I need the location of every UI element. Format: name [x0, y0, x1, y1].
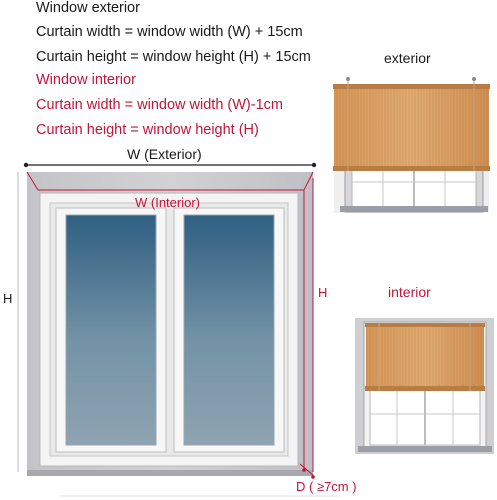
exterior-width-formula: Curtain width = window width (W) + 15cm [36, 24, 303, 40]
right-glass-pane [183, 214, 275, 446]
w-interior-label: W (Interior) [135, 195, 200, 210]
interior-heading: Window interior [36, 72, 136, 88]
w-exterior-label: W (Exterior) [127, 146, 202, 162]
exterior-photo-label: exterior [384, 50, 431, 66]
interior-width-formula: Curtain width = window width (W)-1cm [36, 97, 283, 113]
exterior-mounting-photo [330, 77, 492, 214]
exterior-height-formula: Curtain height = window height (H) + 15c… [36, 49, 311, 65]
h-right-label: H [318, 285, 328, 300]
left-glass-pane [65, 214, 157, 446]
interior-mounting-photo [355, 318, 494, 454]
interior-height-formula: Curtain height = window height (H) [36, 122, 259, 138]
interior-photo-label: interior [388, 284, 431, 300]
exterior-heading: Window exterior [36, 0, 140, 16]
h-left-label: H [3, 291, 13, 306]
depth-label: D ( ≥7cm ) [296, 479, 357, 494]
